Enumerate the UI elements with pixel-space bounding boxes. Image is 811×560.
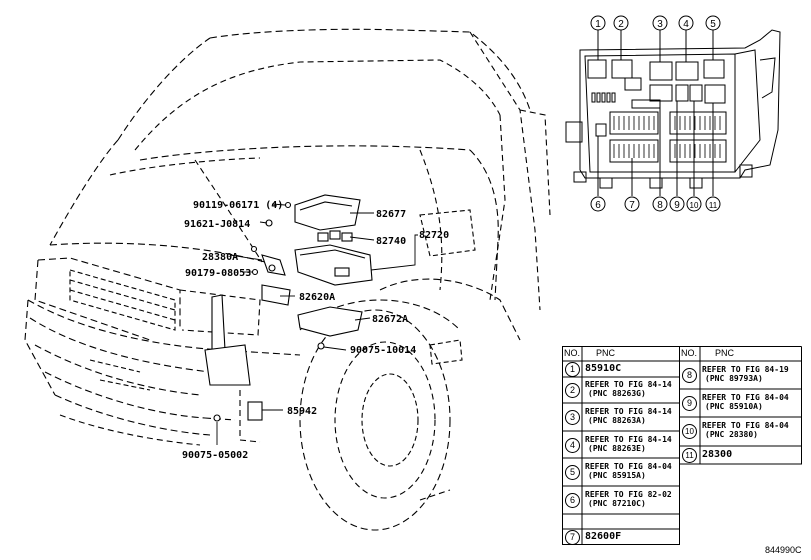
- row-pnc: 82600F: [585, 531, 622, 542]
- table-row: 7 82600F: [562, 529, 682, 545]
- row-pnc: REFER TO FIG 84-14: [585, 407, 672, 416]
- label-90119-06171: 90119-06171 (4): [193, 200, 283, 211]
- row-pnc-sub: (PNC 89793A): [705, 374, 763, 383]
- row-number: 7: [565, 530, 580, 545]
- label-82620a: 82620A: [299, 292, 335, 303]
- label-82740: 82740: [376, 236, 406, 247]
- label-90075-10014: 90075-10014: [350, 345, 416, 356]
- table-row: 5 REFER TO FIG 84-04 (PNC 85915A): [562, 458, 682, 486]
- label-91621-j0814: 91621-J0814: [184, 219, 250, 230]
- row-number: 3: [565, 410, 580, 425]
- label-90179-08053: 90179-08053: [185, 268, 251, 279]
- table-row: 6 REFER TO FIG 82-02 (PNC 87210C): [562, 486, 682, 514]
- row-pnc: REFER TO FIG 82-02: [585, 490, 672, 499]
- label-82672a: 82672A: [372, 314, 408, 325]
- row-number: 6: [565, 493, 580, 508]
- table-row: 2 REFER TO FIG 84-14 (PNC 88263G): [562, 377, 682, 403]
- row-number: 10: [682, 424, 697, 439]
- row-pnc-sub: (PNC 88263G): [588, 389, 646, 398]
- label-82720: 82720: [419, 230, 449, 241]
- label-82677: 82677: [376, 209, 406, 220]
- row-pnc-sub: (PNC 28380): [705, 430, 758, 439]
- row-number: 9: [682, 396, 697, 411]
- row-pnc: REFER TO FIG 84-04: [585, 462, 672, 471]
- row-number: 5: [565, 465, 580, 480]
- row-pnc-sub: (PNC 87210C): [588, 499, 646, 508]
- table-row: 8 REFER TO FIG 84-19 (PNC 89793A): [679, 361, 799, 389]
- row-pnc: REFER TO FIG 84-04: [702, 393, 789, 402]
- pnc-table: NO. PNC NO. PNC 1 85910C 2 REFER TO FIG …: [562, 346, 802, 545]
- header-no-left: NO.: [564, 348, 581, 358]
- row-pnc-sub: (PNC 85910A): [705, 402, 763, 411]
- row-pnc: REFER TO FIG 84-14: [585, 435, 672, 444]
- label-90075-05002: 90075-05002: [182, 450, 248, 461]
- row-pnc: 28300: [702, 449, 733, 460]
- row-number: 4: [565, 438, 580, 453]
- row-number: 8: [682, 368, 697, 383]
- row-number: 2: [565, 383, 580, 398]
- row-pnc: REFER TO FIG 84-19: [702, 365, 789, 374]
- row-pnc-sub: (PNC 85915A): [588, 471, 646, 480]
- row-pnc: REFER TO FIG 84-14: [585, 380, 672, 389]
- table-row: 1 85910C: [562, 361, 682, 377]
- row-number: 1: [565, 362, 580, 377]
- table-row: 9 REFER TO FIG 84-04 (PNC 85910A): [679, 389, 799, 417]
- pnc-table-grid: [562, 346, 802, 545]
- row-pnc: REFER TO FIG 84-04: [702, 421, 789, 430]
- row-pnc-sub: (PNC 88263E): [588, 444, 646, 453]
- label-28380a: 28380A: [202, 252, 238, 263]
- table-row: 11 28300: [679, 446, 799, 464]
- label-85942: 85942: [287, 406, 317, 417]
- header-no-right: NO.: [681, 348, 698, 358]
- table-row: 10 REFER TO FIG 84-04 (PNC 28380): [679, 417, 799, 446]
- header-pnc-right: PNC: [715, 348, 735, 358]
- table-row: 4 REFER TO FIG 84-14 (PNC 88263E): [562, 431, 682, 458]
- header-pnc-left: PNC: [596, 348, 616, 358]
- row-pnc: 85910C: [585, 363, 622, 374]
- table-row: 3 REFER TO FIG 84-14 (PNC 88263A): [562, 403, 682, 431]
- diagram-code: 844990C: [765, 545, 802, 555]
- row-number: 11: [682, 448, 697, 463]
- row-pnc-sub: (PNC 88263A): [588, 416, 646, 425]
